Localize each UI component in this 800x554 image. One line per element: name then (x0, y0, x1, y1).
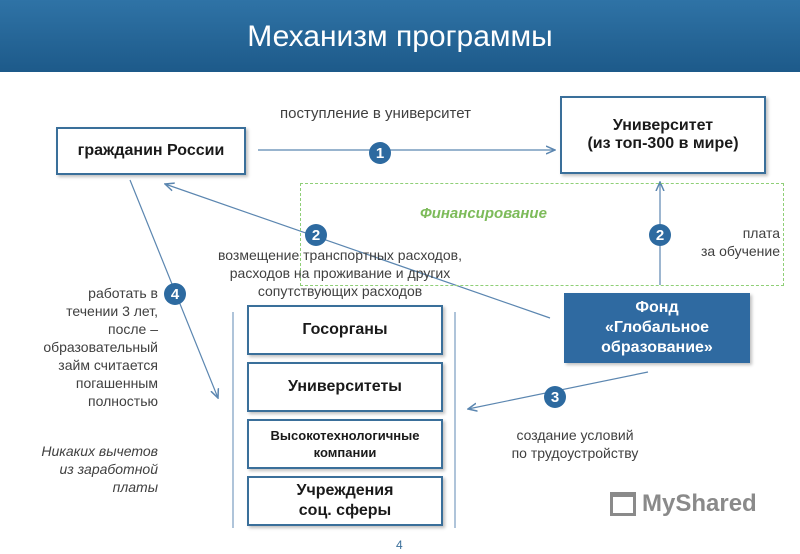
reimbursement-line-3: сопутствующих расходов (257, 283, 423, 299)
work-line-6: погашенным (75, 375, 158, 391)
employment-line-1: создание условий (516, 427, 634, 443)
tuition-line-2: за обучение (700, 243, 780, 259)
financing-label: Финансирование (420, 205, 547, 222)
university-box: Университет (из топ-300 в мире) (560, 96, 766, 174)
myshared-logo-icon (610, 492, 636, 516)
university-label-2: (из топ-300 в мире) (587, 135, 739, 152)
watermark-text: MyShared (642, 490, 757, 517)
watermark: MyShared (610, 490, 757, 518)
no-deductions-line-2: из заработной (59, 461, 159, 477)
no-deductions-line-3: платы (112, 479, 158, 495)
university-label-1: Университет (612, 117, 714, 134)
no-deductions-line-1: Никаких вычетов (41, 443, 158, 459)
page-number: 4 (396, 538, 403, 552)
reimbursement-label: возмещение транспортных расходов, расход… (190, 246, 490, 300)
financing-region (300, 183, 784, 286)
employment-line-2: по трудоустройству (511, 445, 639, 461)
hightech-box: Высокотехнологичные компании (247, 419, 443, 469)
gov-box: Госорганы (247, 305, 443, 355)
fund-label-2: «Глобальное (604, 319, 709, 336)
reimbursement-line-1: возмещение транспортных расходов, (218, 247, 462, 263)
work-line-2: течении 3 лет, (66, 303, 158, 319)
step-badge-2-left: 2 (305, 224, 327, 246)
universities-box: Университеты (247, 362, 443, 412)
fund-label-3: образование» (601, 339, 713, 356)
social-label-1: Учреждения (296, 482, 394, 499)
social-box: Учреждения соц. сферы (247, 476, 443, 526)
fund-label-1: Фонд (635, 299, 679, 316)
header-bar (0, 0, 800, 72)
fund-box: Фонд «Глобальное образование» (564, 293, 750, 363)
work-line-3: после – (108, 321, 158, 337)
step-badge-2-right: 2 (649, 224, 671, 246)
work-line-4: образовательный (43, 339, 158, 355)
citizen-box: гражданин России (56, 127, 246, 175)
tuition-label: плата за обучение (680, 224, 780, 260)
universities-label: Университеты (288, 378, 402, 395)
work-line-5: займ считается (58, 357, 158, 373)
hightech-label-1: Высокотехнологичные (270, 428, 420, 443)
work-obligation-label: работать в течении 3 лет, после – образо… (10, 284, 158, 410)
work-line-7: полностью (88, 393, 158, 409)
arrow-fund-to-citizen (165, 184, 551, 319)
admission-label: поступление в университет (280, 105, 471, 122)
gov-label: Госорганы (302, 321, 388, 338)
step-badge-3: 3 (544, 386, 566, 408)
social-label-2: соц. сферы (298, 502, 392, 519)
reimbursement-line-2: расходов на проживание и других (229, 265, 451, 281)
work-line-1: работать в (88, 285, 158, 301)
no-deductions-label: Никаких вычетов из заработной платы (10, 442, 158, 496)
step-badge-1: 1 (369, 142, 391, 164)
employment-label: создание условий по трудоустройству (490, 426, 660, 462)
page-title: Механизм программы (247, 20, 553, 53)
step-badge-4: 4 (164, 283, 186, 305)
citizen-label: гражданин России (77, 142, 225, 159)
tuition-line-1: плата (742, 225, 780, 241)
hightech-label-2: компании (313, 445, 377, 460)
